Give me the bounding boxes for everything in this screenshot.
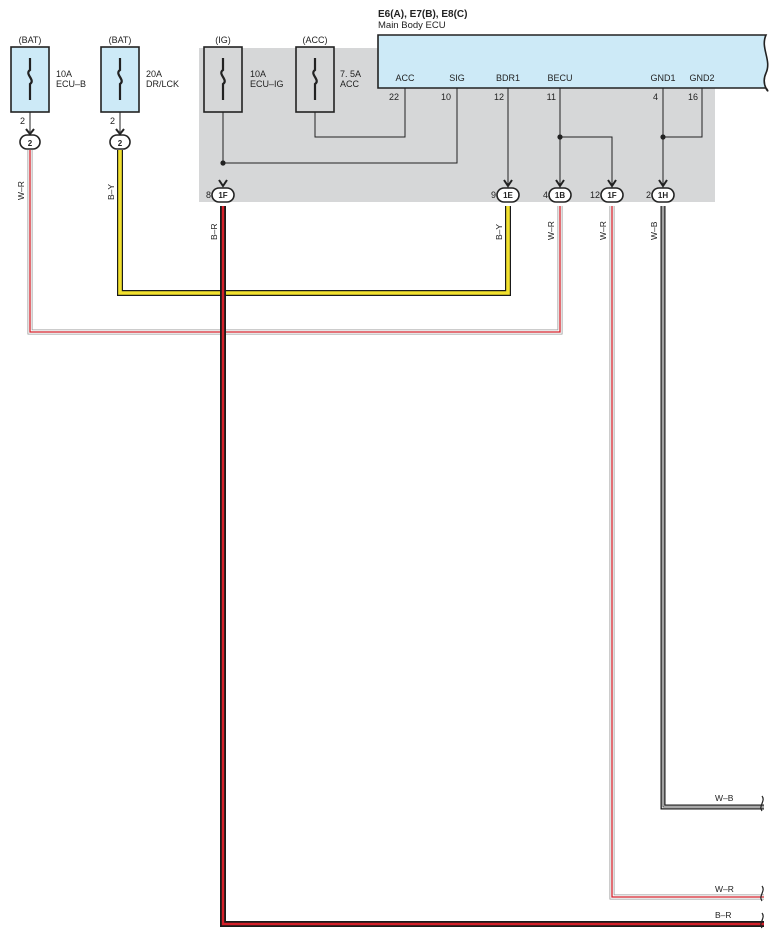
splice-dot-gnd: [660, 134, 666, 140]
junction-1-arrow-icon: [218, 179, 228, 188]
wire-layer: [27, 150, 764, 927]
fuse-1-box: [10, 46, 50, 113]
fuse-1-arrow-icon: [25, 128, 35, 136]
wire-end-label-wb: W–B: [715, 793, 734, 803]
wire-end-label-br: B–R: [715, 910, 732, 920]
wire-end-label-wr: W–R: [715, 884, 734, 894]
ecu-pin-gnd1-label: GND1: [650, 73, 675, 83]
fuse-1-connector-label: 2: [28, 139, 33, 148]
fuse-1-source: (BAT): [19, 35, 42, 45]
junction-3-connector: [548, 187, 572, 203]
wire-label-wr-left: W–R: [16, 181, 26, 200]
fuse-3-box: [203, 46, 243, 113]
splice-dot-becu: [557, 134, 563, 140]
wire-wr-ecu-b-stripe: [29, 150, 561, 333]
ecu-pin-gnd2-label: GND2: [689, 73, 714, 83]
wire-label-by-right: B–Y: [494, 224, 504, 240]
junction-1-connector: [211, 187, 235, 203]
wire-by-dr-lck: [118, 150, 510, 295]
junction-2-label: 1E: [503, 191, 513, 200]
ecu-pin-bdr1-num: 12: [494, 92, 504, 102]
ecu-pin-sig-num: 10: [441, 92, 451, 102]
wire-br-edge: [220, 206, 764, 927]
junction-1-pin: 8: [206, 190, 211, 200]
ecu-codes: E6(A), E7(B), E8(C): [378, 9, 467, 20]
fuse-4-box: [295, 46, 335, 113]
fuse-1-pin: 2: [20, 116, 25, 126]
internal-becu-branch: [560, 136, 613, 188]
connector-layer: [19, 134, 675, 203]
wire-wb: [661, 206, 764, 809]
fuse-2-rating: 20A: [146, 69, 162, 79]
junction-4-pin: 12: [590, 190, 600, 200]
wire-break-wb-icon: [760, 795, 764, 812]
main-body-ecu-box: [377, 34, 769, 92]
wire-wr-right-edge: [609, 206, 764, 900]
internal-gnd2-link: [663, 88, 703, 138]
fuse-2-name: DR/LCK: [146, 79, 179, 89]
ecu-pin-gnd2-num: 16: [688, 92, 698, 102]
wire-label-br-down: B–R: [209, 223, 219, 240]
internal-sig-link: [222, 88, 458, 164]
junction-3-pin: 4: [543, 190, 548, 200]
ecu-pin-sig-label: SIG: [449, 73, 465, 83]
junction-4-label: 1F: [607, 191, 616, 200]
junction-2-pin: 9: [491, 190, 496, 200]
ecu-pin-becu-num: 11: [547, 92, 556, 102]
junction-3-arrow-icon: [555, 179, 565, 188]
fuse-3-name: ECU–IG: [250, 79, 284, 89]
wire-label-wr-becu: W–R: [546, 221, 556, 240]
junction-3-label: 1B: [555, 191, 565, 200]
fuse-4-name: ACC: [340, 79, 360, 89]
junction-1-label: 1F: [218, 191, 227, 200]
ecu-pin-gnd1-num: 4: [653, 92, 658, 102]
wire-wr-right: [610, 206, 764, 899]
wire-break-br-icon: [760, 912, 764, 929]
fuse-4-source: (ACC): [303, 35, 328, 45]
junction-5-pin: 2: [646, 190, 651, 200]
fuse-2-connector-label: 2: [118, 139, 123, 148]
fuse-1-name: ECU–B: [56, 79, 86, 89]
fuse-2-arrow-icon: [115, 128, 125, 136]
ecu-pin-becu-label: BECU: [547, 73, 572, 83]
junction-2-connector: [496, 187, 520, 203]
junction-2-arrow-icon: [503, 179, 513, 188]
fuse-2-source: (BAT): [109, 35, 132, 45]
ecu-pin-bdr1-label: BDR1: [496, 73, 520, 83]
wire-break-wr-icon: [760, 885, 764, 902]
fuse-2-symbol-icon: [117, 58, 123, 100]
internal-acc-link: [314, 88, 406, 138]
fuse-3-source: (IG): [215, 35, 231, 45]
ecu-name: Main Body ECU: [378, 20, 446, 31]
wire-label-wb-right: W–B: [649, 221, 659, 240]
wire-wr-right-stripe: [611, 206, 764, 898]
ecu-pin-acc-label: ACC: [395, 73, 415, 83]
fuse-3-rating: 10A: [250, 69, 266, 79]
splice-dot-ig: [220, 160, 226, 166]
ecu-pin-acc-num: 22: [389, 92, 399, 102]
fuse-3-symbol-icon: [220, 58, 226, 100]
wire-label-by-left: B–Y: [106, 184, 116, 200]
wire-wb-edge: [660, 206, 764, 810]
fuse-1-rating: 10A: [56, 69, 72, 79]
fuse-4-rating: 7. 5A: [340, 69, 361, 79]
junction-4-connector: [600, 187, 624, 203]
wire-br: [221, 206, 764, 926]
junction-5-label: 1H: [658, 191, 668, 200]
arrow-layer: [25, 128, 668, 188]
fuse-4-symbol-icon: [312, 58, 318, 100]
wire-label-wr-right: W–R: [598, 221, 608, 240]
wire-wb-stripe: [662, 206, 764, 808]
junction-5-arrow-icon: [658, 179, 668, 188]
junction-4-arrow-icon: [607, 179, 617, 188]
junction-5-connector: [651, 187, 675, 203]
fuse-1-symbol-icon: [27, 58, 33, 100]
fuse-2-box: [100, 46, 140, 113]
fuse-2-pin: 2: [110, 116, 115, 126]
